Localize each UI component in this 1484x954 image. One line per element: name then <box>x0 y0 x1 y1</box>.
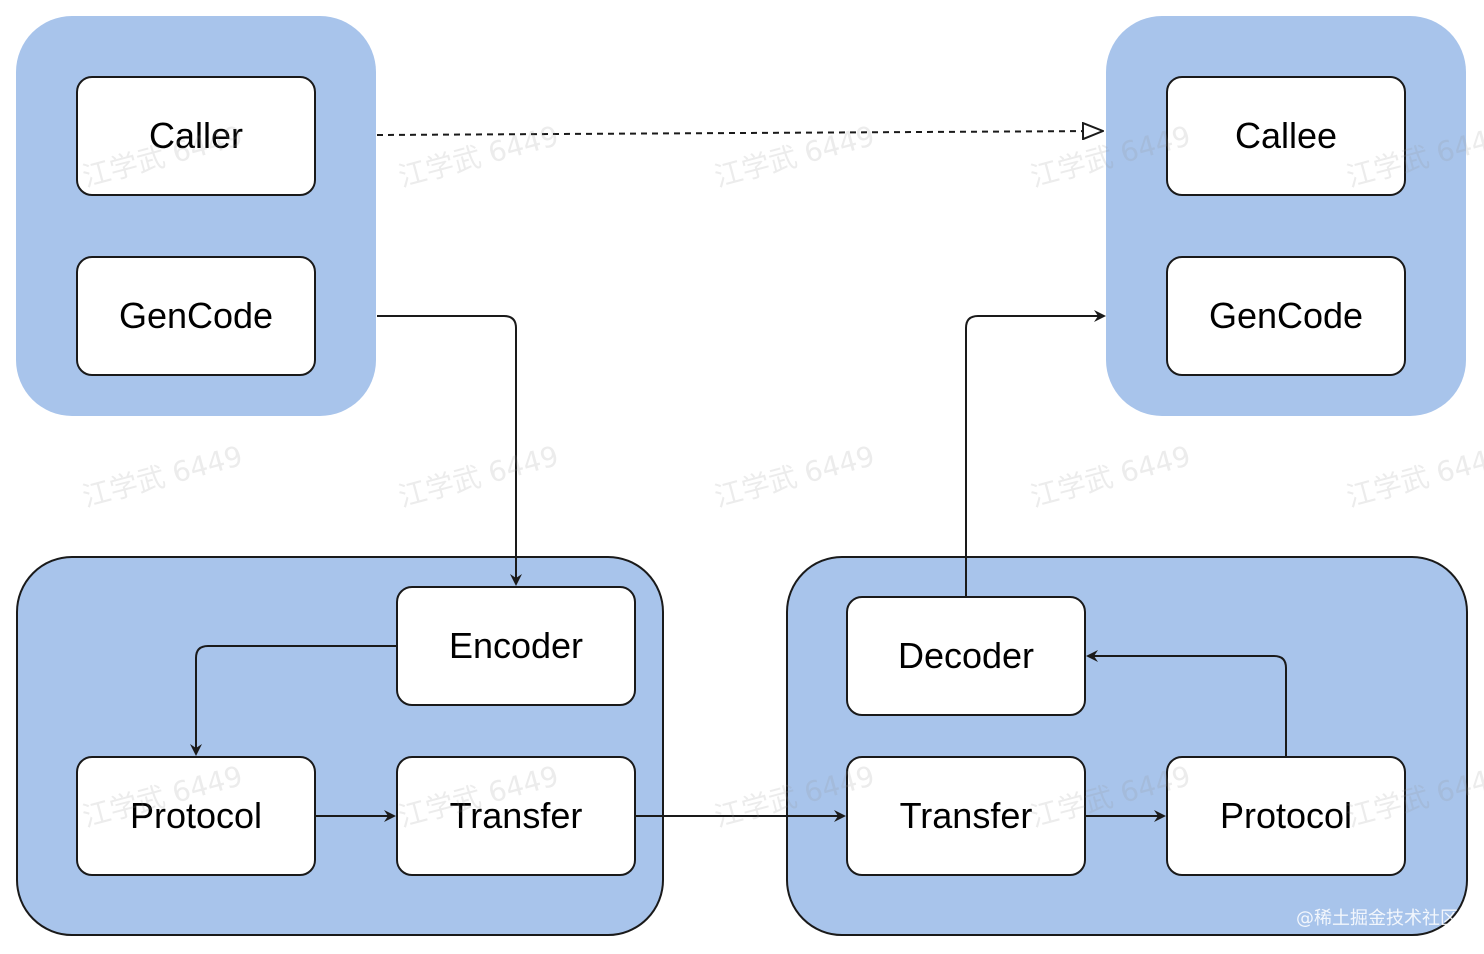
edge-gencode-to-encoder <box>377 315 522 586</box>
caller-label: Caller <box>148 115 244 156</box>
watermark: 江学武 6449 <box>710 439 879 514</box>
edge-caller-to-callee <box>376 131 1103 135</box>
callee-gencode-node: GenCode <box>1166 256 1406 376</box>
decoder-label: Decoder <box>897 635 1035 676</box>
server-transfer-node: Transfer <box>846 756 1086 876</box>
encoder-node: Encoder <box>396 586 636 706</box>
watermark: 江学武 6449 <box>394 439 563 514</box>
watermark: 江学武 6449 <box>394 119 563 194</box>
server-transfer-label: Transfer <box>899 795 1033 836</box>
decoder-node: Decoder <box>846 596 1086 716</box>
encoder-label: Encoder <box>448 625 584 666</box>
client-transfer-node: Transfer <box>396 756 636 876</box>
callee-gencode-label: GenCode <box>1208 295 1364 336</box>
source-credit: @稀土掘金技术社区 <box>1296 908 1458 929</box>
server-protocol-label: Protocol <box>1219 795 1353 836</box>
watermark: 江学武 6449 <box>1026 439 1195 514</box>
client-protocol-label: Protocol <box>129 795 263 836</box>
caller-gencode-label: GenCode <box>118 295 274 336</box>
callee-node: Callee <box>1166 76 1406 196</box>
client-transfer-label: Transfer <box>449 795 583 836</box>
caller-gencode-node: GenCode <box>76 256 316 376</box>
watermark: 江学武 6449 <box>78 439 247 514</box>
edge-decoder-to-gencode <box>965 310 1106 596</box>
client-protocol-node: Protocol <box>76 756 316 876</box>
caller-node: Caller <box>76 76 316 196</box>
callee-label: Callee <box>1234 115 1338 156</box>
watermark: 江学武 6449 <box>1342 439 1484 514</box>
watermark: 江学武 6449 <box>710 119 879 194</box>
server-protocol-node: Protocol <box>1166 756 1406 876</box>
